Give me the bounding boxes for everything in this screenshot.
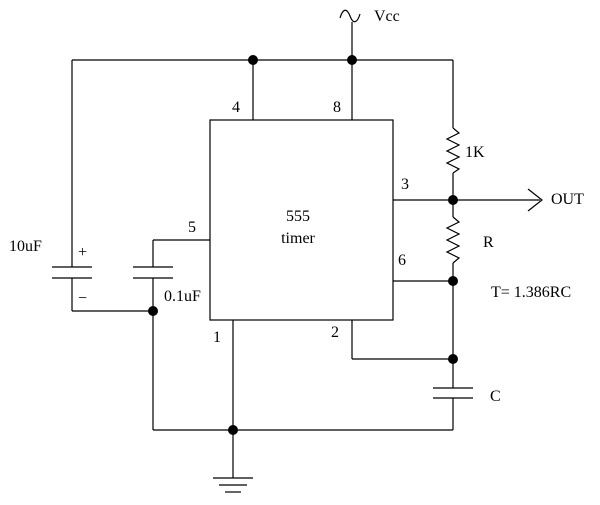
chip-label-line1: 555 [286, 208, 310, 225]
chip-label-line2: timer [281, 230, 315, 247]
pin-3-label: 3 [401, 176, 409, 193]
timer-chip-body [209, 119, 394, 321]
pin-2-label: 2 [331, 324, 339, 341]
junction-dot [448, 276, 458, 286]
cap-minus-label: − [78, 290, 87, 307]
vcc-supply-symbol [339, 9, 361, 23]
capacitor-c-label: C [490, 388, 501, 405]
timing-formula: T= 1.386RC [491, 284, 571, 301]
output-label: OUT [551, 191, 584, 208]
resistor-r-label: R [483, 234, 494, 251]
output-arrow [527, 188, 543, 212]
pin-1-label: 1 [213, 329, 221, 346]
junction-dot [347, 55, 357, 65]
junction-dots [148, 55, 458, 435]
pin-6-label: 6 [398, 252, 406, 269]
cap-plus-label: + [78, 244, 87, 261]
junction-dot [448, 354, 458, 364]
junction-dot [148, 306, 158, 316]
resistor-1k-label: 1K [465, 144, 485, 161]
resistor-1k [445, 127, 461, 174]
pin-8-label: 8 [333, 99, 341, 116]
junction-dot [228, 425, 238, 435]
junction-dot [248, 55, 258, 65]
pin-5-label: 5 [188, 219, 196, 236]
resistor-r [445, 216, 461, 264]
junction-dot [448, 195, 458, 205]
vcc-label: Vcc [374, 8, 400, 25]
cap-10uf-label: 10uF [9, 238, 42, 255]
cap-01uf-label: 0.1uF [164, 288, 201, 305]
pin-4-label: 4 [232, 99, 240, 116]
